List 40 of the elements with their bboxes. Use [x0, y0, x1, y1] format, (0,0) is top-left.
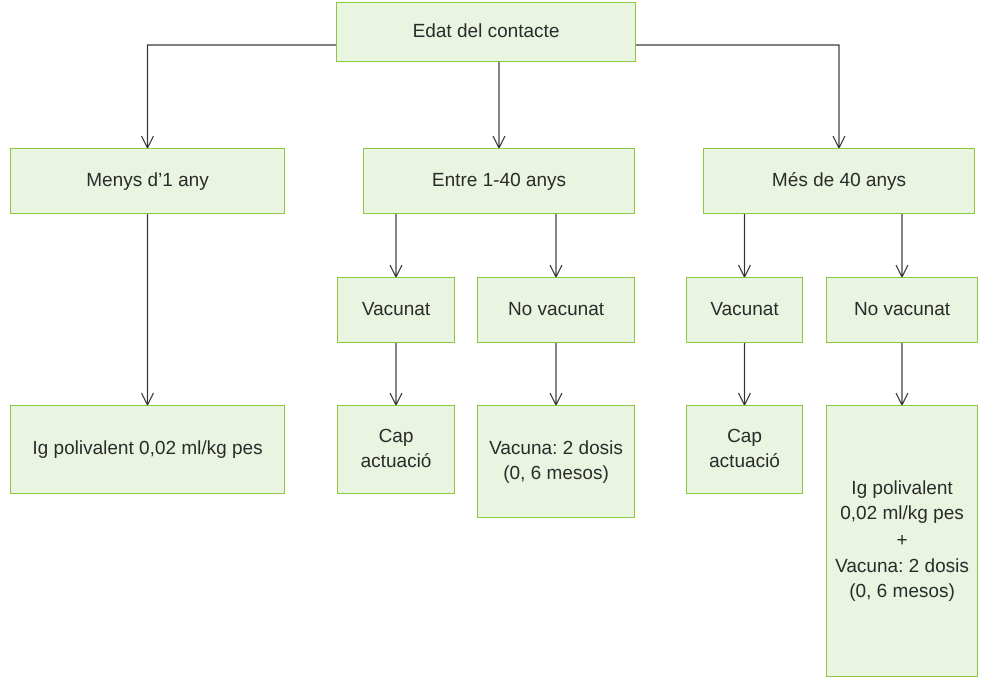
arrow — [140, 214, 154, 406]
process-box — [336, 2, 636, 62]
box-text: Més de 40 anys — [772, 168, 906, 193]
process-box — [10, 405, 285, 494]
arrow — [895, 343, 909, 406]
box-text: Vacunat — [710, 298, 779, 322]
box-text: Entre 1-40 anys — [432, 168, 566, 193]
arrow — [389, 343, 403, 406]
box-text: Ig polivalent 0,02 ml/kg pes — [839, 477, 965, 526]
box-text: No vacunat — [854, 298, 950, 322]
process-box — [337, 277, 455, 343]
box-text: Cap actuació — [708, 424, 781, 474]
box-text: Edat del contacte — [412, 20, 560, 44]
process-box — [363, 148, 635, 214]
arrow — [492, 62, 506, 149]
process-box — [10, 148, 285, 214]
arrow — [549, 343, 563, 406]
arrow — [389, 214, 403, 278]
arrow — [636, 44, 846, 149]
box-text: Vacuna: 2 dosis (0, 6 mesos) — [488, 436, 624, 486]
arrow — [549, 214, 563, 278]
box-text: Ig polivalent 0,02 ml/kg pes — [32, 437, 263, 462]
process-box — [703, 148, 975, 214]
box-text: Cap actuació — [360, 424, 432, 474]
box-text: No vacunat — [508, 298, 604, 322]
box-text: + — [896, 528, 908, 553]
arrow — [738, 343, 752, 406]
arrow — [140, 44, 336, 149]
process-box — [686, 277, 803, 343]
box-text: Menys d’1 any — [86, 168, 209, 193]
box-text: Vacuna: 2 dosis (0, 6 mesos) — [835, 555, 969, 604]
arrow — [895, 214, 909, 278]
box-text: Vacunat — [362, 298, 430, 322]
process-box — [337, 405, 455, 494]
arrow — [738, 214, 752, 278]
process-box — [477, 277, 635, 343]
process-box — [686, 405, 803, 494]
process-box — [477, 405, 635, 518]
process-box — [826, 277, 978, 343]
process-box — [826, 405, 978, 677]
